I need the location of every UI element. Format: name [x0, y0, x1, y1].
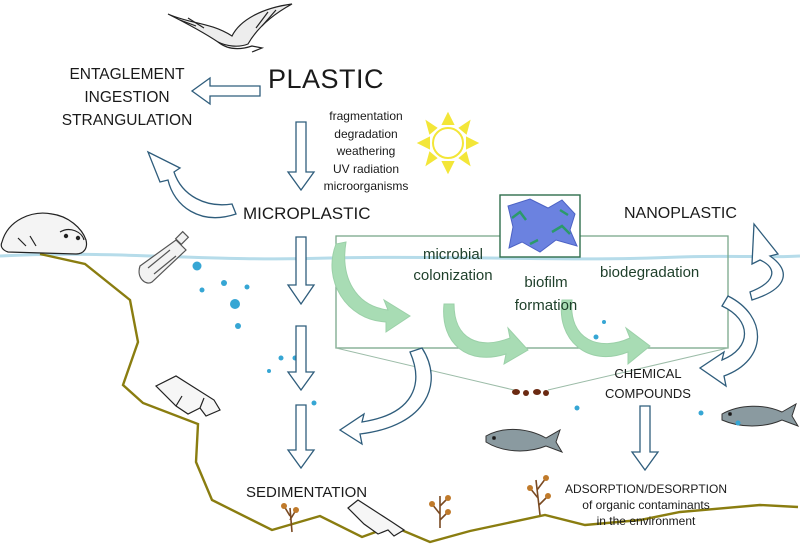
seagull-illustration — [167, 3, 293, 53]
green-arrow-3 — [560, 299, 651, 366]
adsorption-title: ADSORPTION/DESORPTION — [564, 482, 728, 496]
seaweed-fronds — [281, 475, 551, 515]
process-microorganisms: microorganisms — [323, 179, 409, 193]
microbial-colonization-label: microbial colonization — [398, 244, 508, 286]
nanoplastic-label: NANOPLASTIC — [624, 205, 737, 222]
effects-label: ENTAGLEMENT INGESTION STRANGULATION — [52, 63, 202, 132]
curve-nano-to-chem — [698, 295, 759, 388]
adsorption-label: ADSORPTION/DESORPTION of organic contami… — [548, 481, 744, 529]
process-weathering: weathering — [336, 144, 396, 158]
sedimentation-label: SEDIMENTATION — [246, 484, 368, 501]
arrow-micro-down-2 — [286, 325, 316, 392]
chemical-compounds-label: CHEMICAL COMPOUNDS — [592, 364, 704, 404]
plastic-bottle-illustration — [138, 230, 190, 284]
process-degradation: degradation — [334, 126, 398, 141]
microbial-word: microbial — [422, 246, 483, 263]
compounds-word: COMPOUNDS — [605, 386, 691, 401]
microplastic-label: MICROPLASTIC — [243, 204, 371, 223]
effect-strangulation: STRANGULATION — [61, 112, 193, 129]
plastic-bag-illustration — [154, 375, 221, 417]
arrow-micro-down-1 — [286, 236, 316, 306]
effect-ingestion: INGESTION — [84, 89, 170, 106]
colonization-word: colonization — [413, 267, 493, 284]
biodegradation-label: biodegradation — [600, 264, 700, 281]
box-connector-right — [547, 347, 729, 391]
process-uv-radiation: UV radiation — [332, 161, 400, 176]
green-arrows — [331, 241, 651, 366]
biofilm-growth — [511, 208, 571, 246]
seafloor-bag-illustration — [347, 499, 406, 537]
green-arrow-2 — [443, 303, 529, 365]
seafloor-line — [39, 252, 799, 544]
green-arrow-1 — [331, 241, 411, 333]
arrow-micro-down-3 — [286, 404, 316, 470]
formation-word: formation — [514, 297, 578, 314]
sun-illustration — [416, 111, 480, 175]
arrow-chemical-down — [630, 405, 660, 472]
biofilm-plastic-fragment — [507, 198, 578, 253]
process-fragmentation: fragmentation — [329, 109, 403, 123]
down-arrows — [190, 76, 660, 472]
biofilm-word: biofilm — [524, 274, 568, 291]
adsorption-line-2: of organic contaminants — [582, 498, 710, 512]
effect-entanglement: ENTAGLEMENT — [69, 66, 185, 83]
arrow-plastic-to-microplastic — [286, 121, 316, 192]
biofilm-formation-label: biofilm formation — [502, 271, 590, 317]
fish-illustration-1 — [485, 428, 564, 453]
curve-box-to-sediment — [338, 347, 432, 446]
particles-brown — [512, 389, 549, 396]
water-surface-line — [0, 252, 800, 261]
fish-illustration-2 — [721, 402, 800, 427]
microplastic-bubbles — [192, 261, 741, 426]
arrow-plastic-to-effects — [190, 76, 261, 106]
processes-list: fragmentation degradation weathering UV … — [316, 108, 416, 196]
chemical-word: CHEMICAL — [614, 366, 682, 381]
seal-illustration — [0, 212, 88, 255]
curve-nano-right — [749, 222, 784, 301]
plastic-label: PLASTIC — [268, 64, 385, 94]
adsorption-line-3: in the environment — [596, 514, 696, 528]
curved-arrows — [146, 150, 784, 446]
curve-microplastic-to-effects — [146, 150, 237, 219]
